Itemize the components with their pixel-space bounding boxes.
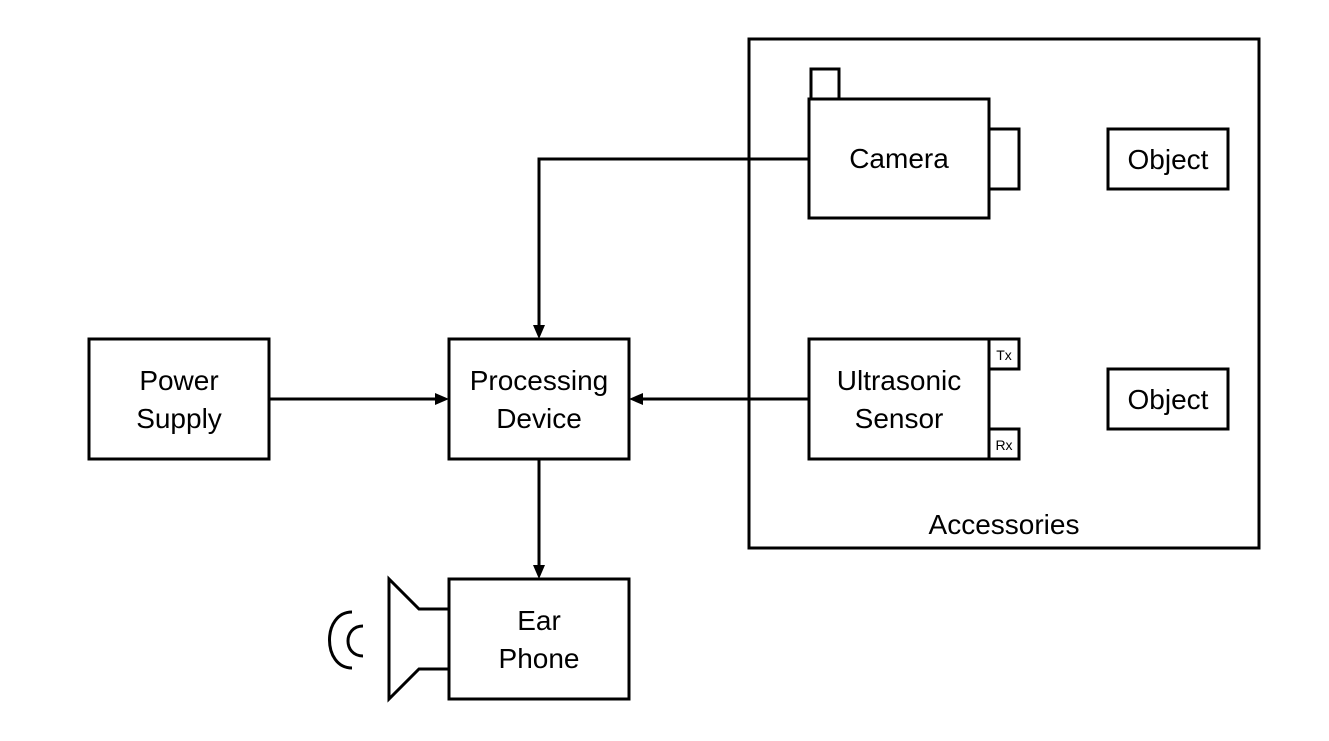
- ultrasonic-sensor-label-line2: Sensor: [855, 403, 944, 434]
- object-top-label: Object: [1128, 144, 1209, 175]
- power-supply-label-line2: Supply: [136, 403, 222, 434]
- processing-device-block: Processing Device: [447, 337, 631, 461]
- power-to-processing-arrowhead: [435, 393, 449, 405]
- processing-device-label-line1: Processing: [470, 365, 609, 396]
- rx-box: [987, 427, 1021, 461]
- object-top-block: Object: [1106, 127, 1230, 191]
- camera-to-processing-arrowhead: [533, 325, 545, 339]
- power-supply-block: Power Supply: [87, 337, 271, 461]
- sensor-to-processing-arrowhead: [629, 393, 643, 405]
- camera-label: Camera: [849, 143, 949, 174]
- processing-device-label-line2: Device: [496, 403, 582, 434]
- processing-to-earphone-arrowhead: [533, 565, 545, 579]
- ear-phone-label-line2: Phone: [499, 643, 580, 674]
- speaker-icon: [387, 575, 449, 703]
- object-bottom-box: [1106, 367, 1230, 431]
- ear-phone-block: Ear Phone: [328, 575, 631, 703]
- object-bottom-block: Object: [1106, 367, 1230, 431]
- sound-wave-inner-icon: [346, 624, 364, 658]
- ultrasonic-sensor-label-line1: Ultrasonic: [837, 365, 961, 396]
- camera-lens: [987, 127, 1021, 191]
- camera-viewfinder: [809, 67, 841, 101]
- ultrasonic-sensor-block: Ultrasonic Sensor Tx Rx: [807, 337, 1021, 461]
- ultrasonic-sensor-box: [807, 337, 991, 461]
- tx-box: [987, 337, 1021, 371]
- accessories-label: Accessories: [929, 509, 1080, 540]
- power-supply-box: [87, 337, 271, 461]
- camera-body: [807, 97, 991, 220]
- rx-label: Rx: [995, 437, 1012, 453]
- camera-block: Camera: [807, 67, 1021, 220]
- object-top-box: [1106, 127, 1230, 191]
- processing-device-box: [447, 337, 631, 461]
- power-supply-label-line1: Power: [139, 365, 218, 396]
- object-bottom-label: Object: [1128, 384, 1209, 415]
- camera-to-processing-connector: [537, 157, 809, 328]
- tx-label: Tx: [996, 347, 1012, 363]
- ear-phone-label-line1: Ear: [517, 605, 561, 636]
- ear-phone-box: [447, 577, 631, 701]
- sound-wave-outer-icon: [328, 610, 353, 670]
